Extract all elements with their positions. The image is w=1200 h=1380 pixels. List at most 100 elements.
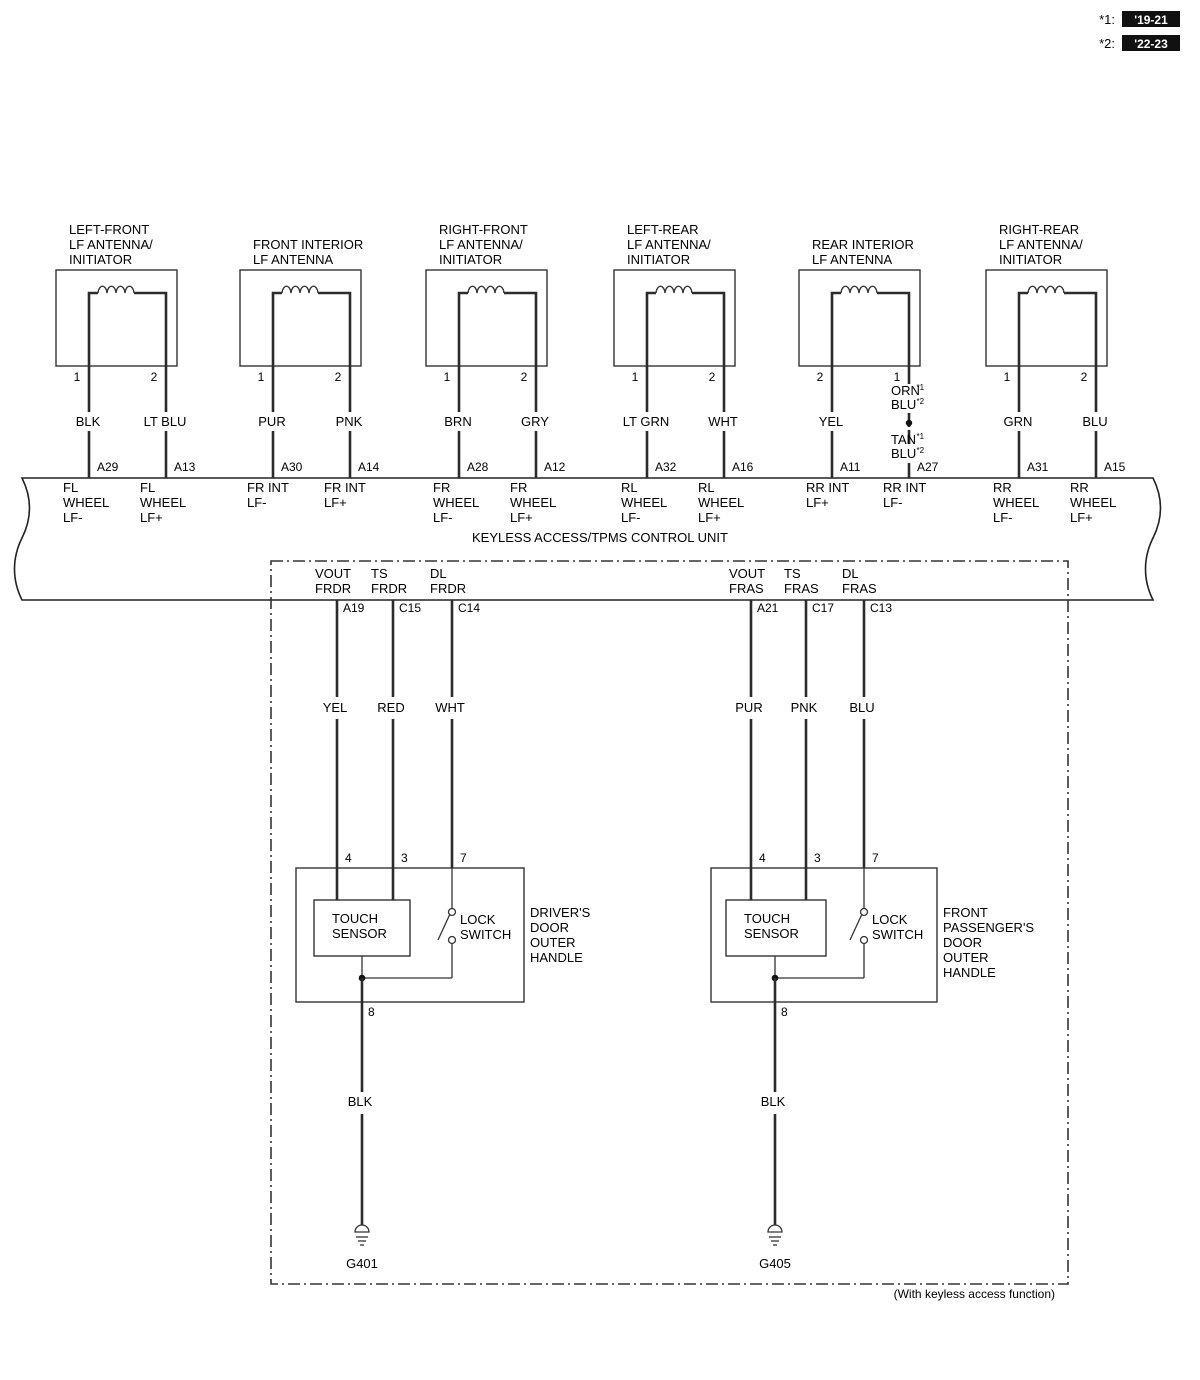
terminal-id: C17 <box>812 601 834 615</box>
signal-name: LF- <box>621 510 641 525</box>
legend-value: '22-23 <box>1134 37 1168 51</box>
switch-contact <box>447 907 457 917</box>
switch-contact <box>859 935 869 945</box>
door-handle-name: OUTER <box>943 950 989 965</box>
door-handle-name: OUTER <box>530 935 576 950</box>
pin-number: 2 <box>709 370 716 384</box>
lock-switch-label: LOCK <box>872 912 908 927</box>
wire-color: PUR <box>258 414 285 429</box>
antenna-title: LEFT-REAR <box>627 222 699 237</box>
terminal-id: A30 <box>281 460 303 474</box>
keyless-access-boundary <box>270 560 1069 1285</box>
signal-name: RR <box>1070 480 1089 495</box>
touch-sensor-label: SENSOR <box>744 926 799 941</box>
door-handle-name: DOOR <box>530 920 569 935</box>
antenna-title: INITIATOR <box>627 252 690 267</box>
terminal-id: A32 <box>655 460 677 474</box>
signal-name: RR INT <box>806 480 849 495</box>
pin-number: 2 <box>521 370 528 384</box>
splice-wire-color: BLU <box>891 446 916 461</box>
legend-value: '19-21 <box>1134 13 1168 27</box>
antenna-loop <box>87 291 98 366</box>
door-handle-name: PASSENGER'S <box>943 920 1034 935</box>
antenna-box <box>985 269 1108 367</box>
pin-number: 1 <box>74 370 81 384</box>
antenna-box <box>425 269 548 367</box>
terminal-id: A16 <box>732 460 754 474</box>
wire-color: PUR <box>735 700 762 715</box>
signal-name: DL <box>842 566 859 581</box>
signal-name: FL <box>140 480 155 495</box>
door-handle-name: DOOR <box>943 935 982 950</box>
control-unit <box>13 477 1162 601</box>
signal-name: LF+ <box>698 510 721 525</box>
door-handle-name: HANDLE <box>530 950 583 965</box>
signal-name: LF+ <box>806 495 829 510</box>
pin-number: 7 <box>460 851 467 865</box>
antenna-title: RIGHT-FRONT <box>439 222 528 237</box>
terminal-id: A13 <box>174 460 196 474</box>
signal-name: RR <box>993 480 1012 495</box>
lock-switch-label: LOCK <box>460 912 496 927</box>
signal-name: FRDR <box>371 581 407 596</box>
antenna-title: LF ANTENNA/ <box>999 237 1083 252</box>
wire-color: BLK <box>348 1094 373 1109</box>
terminal-id: A11 <box>840 460 861 474</box>
door-handle-name: FRONT <box>943 905 988 920</box>
splice-mark: *2 <box>917 397 925 406</box>
signal-name: FR <box>510 480 527 495</box>
terminal-id: A21 <box>757 601 779 615</box>
wire-color: YEL <box>323 700 348 715</box>
terminal-id: A19 <box>343 601 365 615</box>
antenna-title: LF ANTENNA <box>253 252 334 267</box>
antenna-loop <box>692 291 726 366</box>
antenna-loop <box>645 291 656 366</box>
switch-contact <box>447 935 457 945</box>
signal-name: FRAS <box>784 581 819 596</box>
signal-name: FRAS <box>729 581 764 596</box>
pin-number: 1 <box>1004 370 1011 384</box>
antenna-title: INITIATOR <box>439 252 502 267</box>
splice-wire-color: ORN <box>891 383 920 398</box>
signal-name: WHEEL <box>510 495 556 510</box>
antenna-title: LF ANTENNA/ <box>627 237 711 252</box>
antenna-loop <box>318 291 352 366</box>
legend-key: *1: <box>1099 12 1115 27</box>
antenna-box <box>613 269 736 367</box>
signal-name: LF- <box>993 510 1013 525</box>
wire-color: BLU <box>849 700 874 715</box>
antenna-coil <box>655 285 693 294</box>
signal-name: WHEEL <box>1070 495 1116 510</box>
signal-name: WHEEL <box>63 495 109 510</box>
pin-number: 7 <box>872 851 879 865</box>
touch-sensor-label: TOUCH <box>332 911 378 926</box>
switch-contact <box>859 907 869 917</box>
pin-number: 2 <box>335 370 342 384</box>
terminal-id: C15 <box>399 601 421 615</box>
pin-number: 1 <box>258 370 265 384</box>
wire-color: PNK <box>791 700 818 715</box>
pin-number: 3 <box>401 851 408 865</box>
wire-color: BLU <box>1082 414 1107 429</box>
antenna-loop <box>504 291 538 366</box>
signal-name: LF+ <box>1070 510 1093 525</box>
pin-number: 2 <box>817 370 824 384</box>
door-handle-name: HANDLE <box>943 965 996 980</box>
footnote: (With keyless access function) <box>894 1287 1055 1301</box>
pin-number: 8 <box>368 1005 375 1019</box>
antenna-title: LEFT-FRONT <box>69 222 149 237</box>
diagram-lines <box>13 11 1180 1285</box>
touch-sensor-box <box>313 899 411 957</box>
antenna-coil <box>281 285 319 294</box>
pin-number: 2 <box>151 370 158 384</box>
signal-name: WHEEL <box>993 495 1039 510</box>
touch-sensor-label: SENSOR <box>332 926 387 941</box>
antenna-title: LF ANTENNA <box>812 252 893 267</box>
signal-name: RL <box>698 480 715 495</box>
legend-key: *2: <box>1099 36 1115 51</box>
antenna-coil <box>467 285 505 294</box>
wire-color: WHT <box>708 414 738 429</box>
signal-name: RL <box>621 480 638 495</box>
pin-number: 2 <box>1081 370 1088 384</box>
